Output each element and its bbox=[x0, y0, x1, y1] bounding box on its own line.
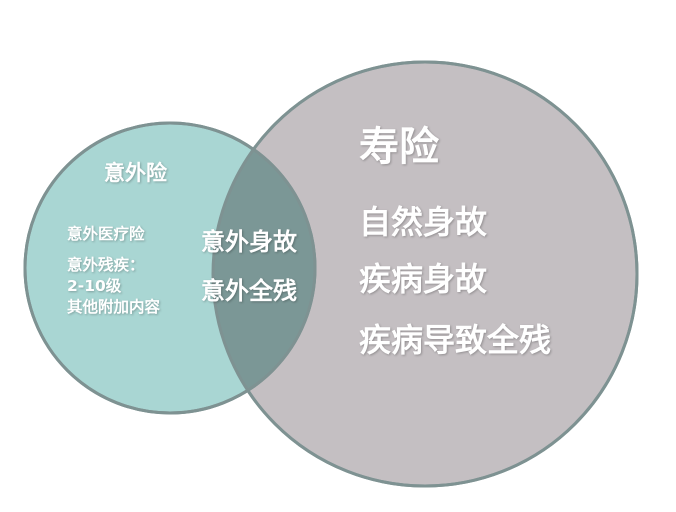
accident-insurance-outline bbox=[23, 121, 317, 415]
accident-item-other-riders: 其他附加内容 bbox=[67, 298, 161, 316]
overlap-item-accidental-total-disability: 意外全残 bbox=[201, 277, 297, 305]
accident-item-disability-grade: 2-10级 bbox=[67, 277, 122, 295]
life-item-illness-total-disability: 疾病导致全残 bbox=[359, 321, 552, 359]
life-insurance-title: 寿险 bbox=[359, 124, 439, 170]
accident-insurance-title: 意外险 bbox=[104, 161, 167, 185]
life-insurance-outline bbox=[211, 60, 639, 488]
accident-item-medical: 意外医疗险 bbox=[67, 225, 145, 243]
accident-item-disability: 意外残疾： bbox=[67, 256, 145, 274]
life-item-illness-death: 疾病身故 bbox=[359, 260, 488, 298]
overlap-item-accidental-death: 意外身故 bbox=[201, 228, 297, 256]
life-item-natural-death: 自然身故 bbox=[359, 203, 488, 241]
